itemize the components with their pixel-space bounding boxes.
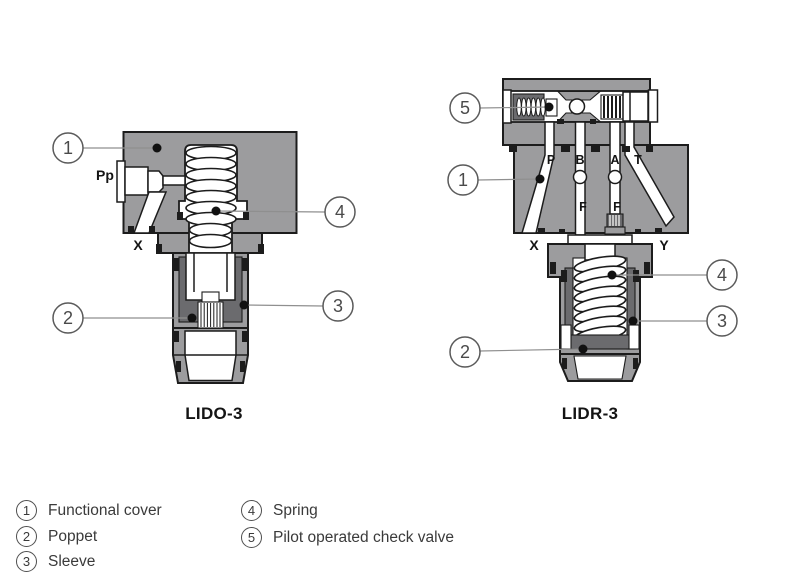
lidr-f2-label: F — [613, 200, 621, 214]
lido-x-label: X — [133, 237, 143, 253]
lido-callout-2: 2 — [52, 302, 197, 334]
lidr-callout-4-num: 4 — [717, 265, 727, 285]
legend-item-poppet: 2 Poppet — [16, 526, 97, 547]
lidr-callout-1-num: 1 — [458, 170, 468, 190]
lidr-a-label: A — [610, 153, 619, 167]
lido-callout-4: 4 — [211, 196, 356, 228]
lidr-callout-1: 1 — [447, 164, 545, 196]
lidr-caption: LIDR-3 — [562, 404, 619, 423]
lidr-callout-4: 4 — [607, 259, 738, 291]
lidr-callout-5-num: 5 — [460, 98, 470, 118]
lidr-p-label: P — [547, 153, 555, 167]
legend-num-1: 1 — [16, 500, 37, 521]
lidr-diagram: P B A T F F X Y LIDR-3 5 1 4 — [447, 78, 738, 423]
lidr-t-label: T — [634, 153, 642, 167]
legend-label-4: Spring — [273, 501, 318, 519]
legend-item-pilot-check-valve: 5 Pilot operated check valve — [241, 527, 454, 548]
lidr-poppet — [564, 334, 636, 350]
lido-pp-port — [116, 160, 186, 234]
lidr-x-label: X — [529, 237, 539, 253]
lido-callout-3-num: 3 — [333, 296, 343, 316]
legend-item-sleeve: 3 Sleeve — [16, 551, 95, 572]
lido-diagram: Pp X LIDO-3 1 4 2 3 — [52, 131, 356, 423]
lidr-callout-3-num: 3 — [717, 311, 727, 331]
lidr-check-valve — [502, 89, 649, 124]
lido-pp-label: Pp — [96, 167, 114, 183]
legend-label-3: Sleeve — [48, 552, 96, 570]
lido-callout-3: 3 — [239, 290, 354, 322]
lidr-check-ball — [568, 98, 586, 115]
legend-num-2: 2 — [16, 526, 37, 547]
legend-label-5: Pilot operated check valve — [273, 528, 454, 546]
legend-label-1: Functional cover — [48, 501, 162, 519]
lidr-callout-2: 2 — [449, 336, 588, 368]
valve-diagram-canvas: Pp X LIDO-3 1 4 2 3 — [52, 78, 738, 423]
legend-num-4: 4 — [241, 500, 262, 521]
lidr-callout-5: 5 — [449, 92, 554, 124]
lido-poppet-assembly — [178, 252, 243, 329]
lidr-b-label: B — [575, 153, 584, 167]
legend-item-functional-cover: 1 Functional cover — [16, 500, 162, 521]
lidr-f1-label: F — [579, 200, 587, 214]
lidr-y-label: Y — [659, 237, 669, 253]
lido-caption: LIDO-3 — [185, 404, 243, 423]
lidr-callout-2-num: 2 — [460, 342, 470, 362]
lido-spring — [185, 145, 237, 249]
lido-callout-1-num: 1 — [63, 138, 73, 158]
lido-callout-4-num: 4 — [335, 202, 345, 222]
lido-callout-2-num: 2 — [63, 308, 73, 328]
lido-callout-1: 1 — [52, 132, 162, 164]
lidr-spring — [573, 255, 627, 343]
legend-item-spring: 4 Spring — [241, 500, 318, 521]
legend-num-5: 5 — [241, 527, 262, 548]
legend-label-2: Poppet — [48, 527, 98, 545]
legend-num-3: 3 — [16, 551, 37, 572]
lidr-cartridge — [547, 234, 653, 382]
lidr-callout-3: 3 — [628, 305, 738, 337]
lidr-p-channel — [520, 121, 555, 234]
lidr-t-channel — [624, 121, 675, 228]
